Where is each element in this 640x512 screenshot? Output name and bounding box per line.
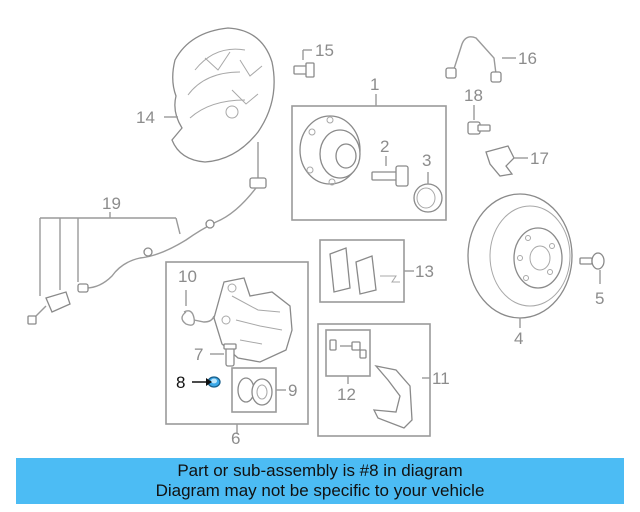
label-12: 12 <box>337 385 356 404</box>
label-2: 2 <box>380 137 389 156</box>
part-13-brake-pads[interactable] <box>329 247 400 295</box>
banner-line-2: Diagram may not be specific to your vehi… <box>155 481 485 500</box>
box-1 <box>291 105 447 221</box>
label-9: 9 <box>288 381 297 400</box>
label-17: 17 <box>530 149 549 168</box>
part-7-guide-pin[interactable] <box>223 343 237 367</box>
part-18-bleeder[interactable] <box>467 121 491 135</box>
part-15-bolt[interactable] <box>293 62 315 78</box>
label-1: 1 <box>370 75 379 94</box>
label-4: 4 <box>514 329 523 348</box>
part-19-abs-sensor[interactable] <box>27 142 267 325</box>
info-banner: Part or sub-assembly is #8 in diagram Di… <box>16 458 624 504</box>
part-2-hub-bolt[interactable] <box>371 165 409 187</box>
label-7: 7 <box>194 345 203 364</box>
box-11 <box>317 323 431 437</box>
label-13: 13 <box>415 262 434 281</box>
part-5-rotor-screw[interactable] <box>579 252 605 270</box>
part-1-wheel-hub[interactable] <box>299 115 361 186</box>
part-14-dust-shield[interactable] <box>171 27 275 163</box>
label-5: 5 <box>595 289 604 308</box>
part-17-bracket[interactable] <box>485 145 515 177</box>
label-15: 15 <box>315 41 334 60</box>
label-16: 16 <box>518 49 537 68</box>
part-3-dust-cap[interactable] <box>413 183 443 213</box>
part-11-caliper-bracket[interactable] <box>372 364 413 429</box>
label-8: 8 <box>176 373 185 392</box>
part-4-brake-rotor[interactable] <box>467 193 573 319</box>
label-11: 11 <box>432 369 450 388</box>
label-3: 3 <box>422 151 431 170</box>
label-6: 6 <box>231 429 240 448</box>
part-9-piston[interactable] <box>237 377 273 406</box>
part-16-brake-hose[interactable] <box>445 36 502 83</box>
banner-line-1: Part or sub-assembly is #8 in diagram <box>177 461 463 480</box>
label-10: 10 <box>178 267 197 286</box>
label-14: 14 <box>136 108 155 127</box>
part-12-pin-kit[interactable] <box>329 339 367 359</box>
part-6-caliper[interactable] <box>213 277 293 363</box>
label-19: 19 <box>102 194 121 213</box>
label-18: 18 <box>464 86 483 105</box>
part-10-spring[interactable] <box>181 310 215 326</box>
